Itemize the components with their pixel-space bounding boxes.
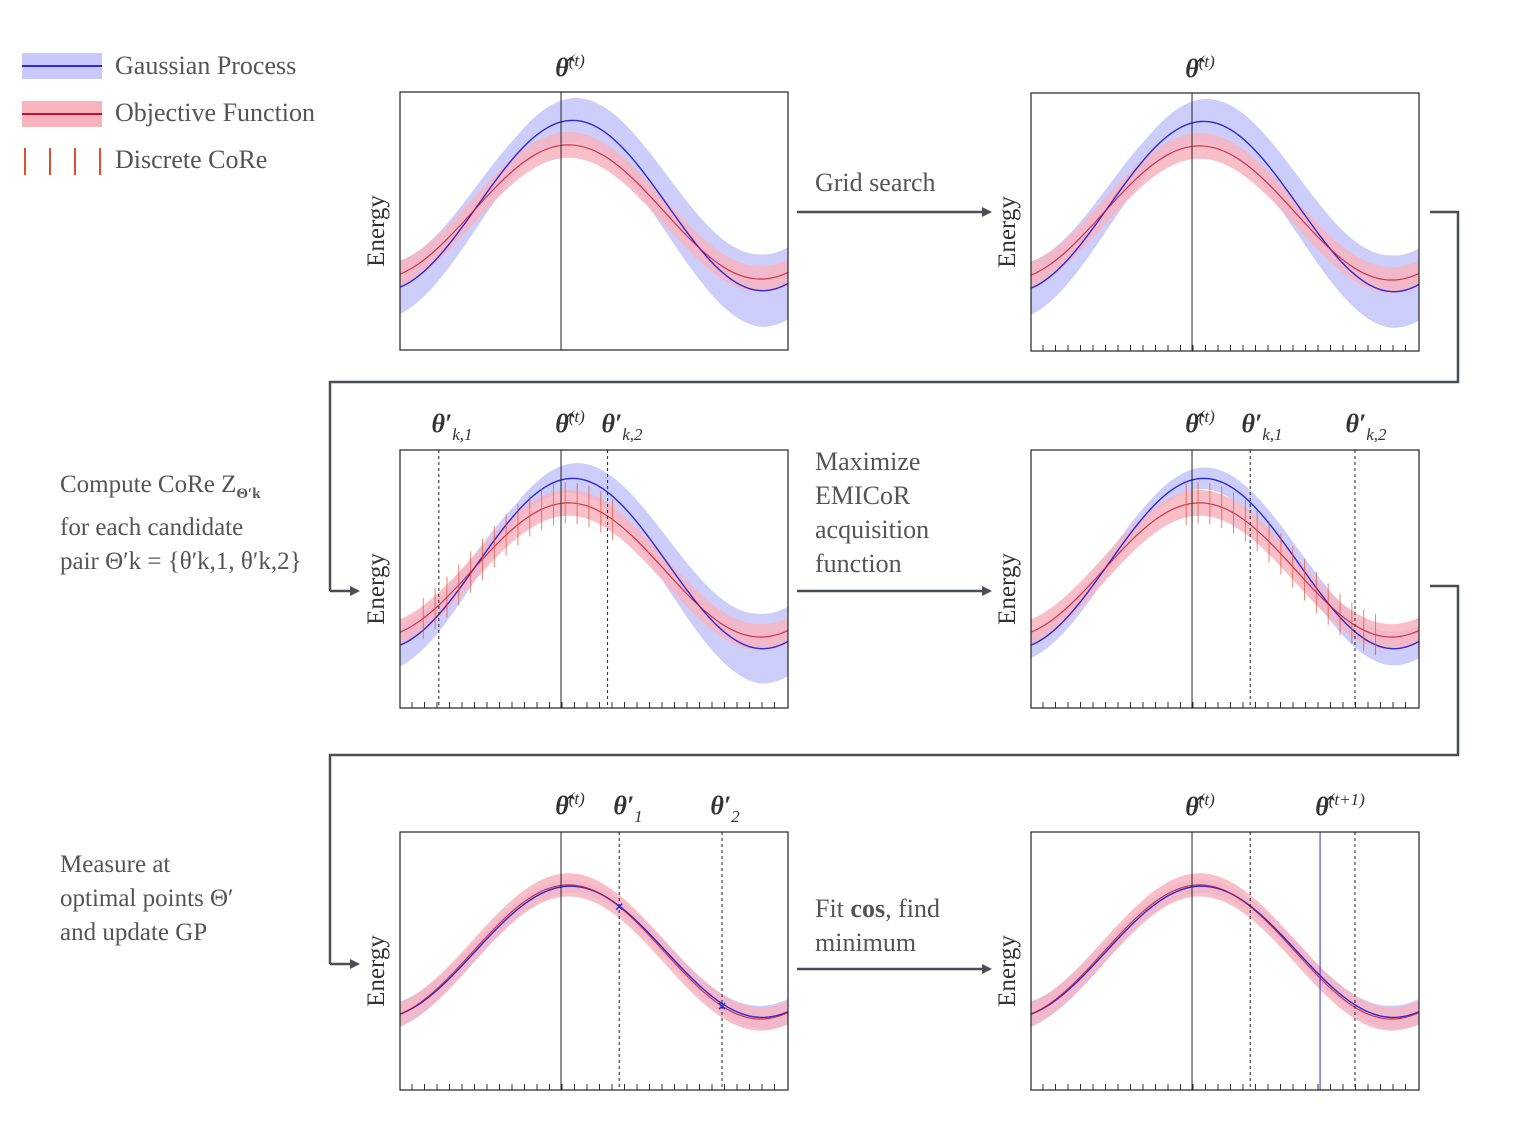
gp-mean-line (1031, 477, 1419, 650)
objective-line (1031, 884, 1419, 1020)
energy-axis-label: Energy (363, 195, 390, 267)
theta-k2-label: θ′k,2 (1345, 409, 1387, 444)
objective-band (400, 489, 788, 650)
gp-mean-line (400, 885, 788, 1019)
objective-band (1031, 132, 1419, 293)
energy-axis-label: Energy (994, 553, 1021, 625)
panel-frame (399, 449, 789, 709)
energy-axis-label: Energy (363, 553, 390, 625)
core-ticks (422, 482, 614, 640)
measured-point-icon (615, 903, 623, 911)
maximize-line-3: acquisition (815, 515, 930, 544)
panel-5: Energy (363, 831, 789, 1091)
theta-hat-t-label: θ̂(t) (1185, 52, 1215, 83)
x-ticks (1042, 702, 1406, 708)
arrow-label-fit: Fit cos, find minimum (815, 892, 940, 960)
x-ticks (1042, 1084, 1406, 1090)
legend-objective-label: Objective Function (115, 98, 316, 127)
objective-band (1031, 489, 1419, 650)
panel-frame (1030, 449, 1420, 709)
panel-3: Energy (363, 449, 789, 709)
flow-connectors (328, 207, 1460, 974)
maximize-line-4: function (815, 549, 902, 578)
arrow-label-maximize: Maximize EMICoR acquisition function (815, 445, 929, 581)
energy-axis-label: Energy (363, 935, 390, 1007)
panel-frame (399, 831, 789, 1091)
legend-core-label: Discrete CoRe (115, 145, 268, 174)
theta-hat-t-label: θ̂(t) (555, 789, 585, 820)
core-ticks (1185, 482, 1377, 656)
theta-k2-label: θ′k,2 (601, 409, 643, 444)
theta-hat-t-label: θ̂(t) (555, 51, 585, 82)
panel-1: Energy (363, 91, 789, 351)
x-ticks (411, 702, 775, 708)
gp-mean-line (1031, 120, 1419, 293)
panel-frame (399, 91, 789, 351)
measured-point-icon (718, 1002, 726, 1010)
fit-line-1: Fit cos, find (815, 894, 940, 923)
legend-core-ticks (24, 148, 101, 175)
theta-k1-label: θ′k,1 (431, 409, 472, 444)
panel-frame (1030, 92, 1420, 352)
gp-band (1031, 99, 1419, 328)
maximize-line-1: Maximize (815, 447, 921, 476)
objective-line (400, 502, 788, 638)
energy-axis-label: Energy (994, 196, 1021, 268)
connector-row2-row3 (328, 584, 1460, 964)
objective-band (400, 131, 788, 292)
theta-hat-t1-label: θ̂(t+1) (1315, 790, 1365, 821)
objective-band (1031, 873, 1419, 1031)
panel-2: Energy (994, 92, 1420, 352)
objective-line (400, 144, 788, 280)
theta-hat-t-label: θ̂(t) (1185, 790, 1215, 821)
energy-axis-label: Energy (994, 935, 1021, 1007)
panel-frame (1030, 831, 1420, 1091)
theta-1-label: θ′1 (613, 791, 642, 826)
legend-gp-label: Gaussian Process (115, 51, 297, 80)
objective-line (1031, 145, 1419, 281)
objective-line (1031, 502, 1419, 638)
maximize-line-2: EMICoR (815, 481, 911, 510)
x-ticks (411, 1084, 775, 1090)
gp-mean-line (400, 119, 788, 292)
gp-band (400, 98, 788, 327)
x-ticks (1042, 345, 1406, 351)
step-compute-core: Compute CoRe ZΘ′k for each candidate pai… (60, 471, 302, 575)
gp-mean-line (1031, 885, 1419, 1019)
legend-swatches (22, 53, 102, 175)
theta-hat-t-label: θ̂(t) (555, 407, 585, 438)
fit-line-2: minimum (815, 928, 917, 957)
theta-hat-t-label: θ̂(t) (1185, 407, 1215, 438)
connector-row1-row2 (328, 210, 1460, 591)
panel-4: Energy (994, 449, 1420, 709)
step-measure: Measure at optimal points Θ′ and update … (60, 851, 234, 946)
theta-2-label: θ′2 (710, 791, 740, 826)
theta-k1-label: θ′k,1 (1241, 409, 1282, 444)
gp-mean-line (400, 477, 788, 650)
arrow-label-grid-search: Grid search (815, 168, 936, 197)
objective-band (400, 873, 788, 1031)
panel-6: Energy (994, 831, 1420, 1091)
